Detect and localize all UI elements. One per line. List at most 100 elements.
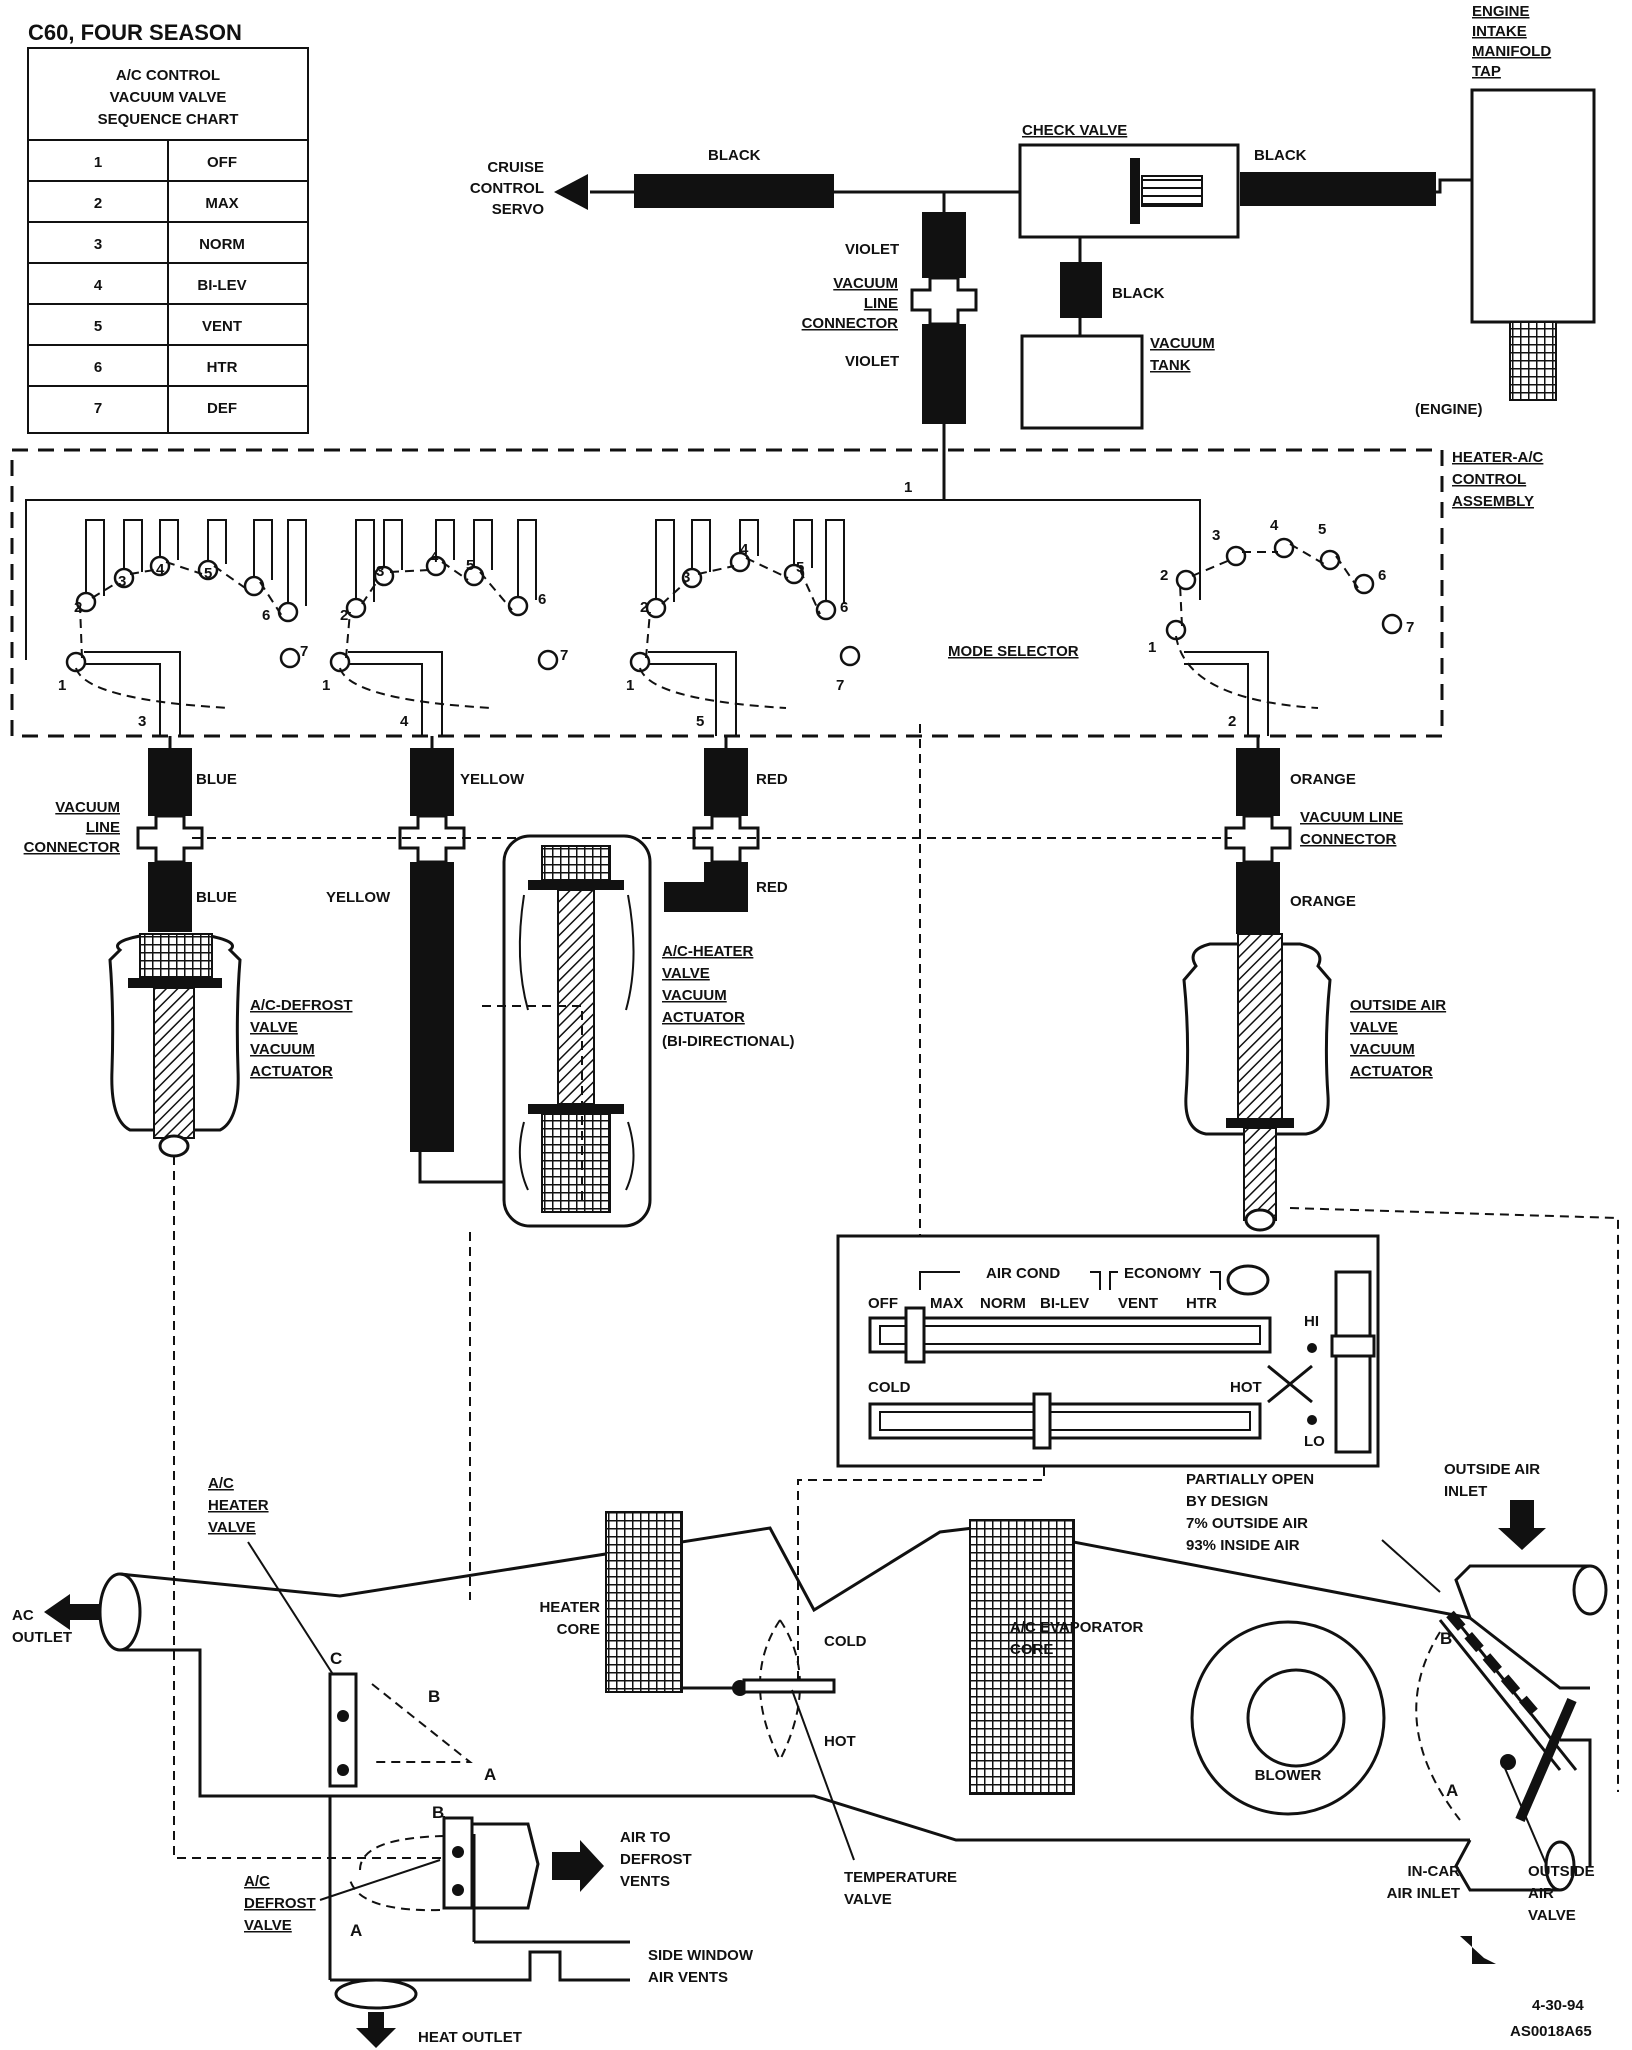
inlet-b-label: B xyxy=(1440,1629,1452,1648)
outside-actuator-label-3: VACUUM xyxy=(1350,1041,1415,1058)
valve-c-label: C xyxy=(330,1649,342,1668)
chart-header-3: SEQUENCE CHART xyxy=(98,111,239,128)
vac-conn-left-label-3: CONNECTOR xyxy=(24,839,121,856)
mode-port-circle xyxy=(279,647,301,669)
heater-core-label-1: HEATER xyxy=(539,1599,600,1616)
red-label-lower: RED xyxy=(756,879,788,896)
black-label-tank: BLACK xyxy=(1112,285,1165,302)
panel-lo: LO xyxy=(1304,1433,1325,1450)
vac-conn-top-label-3: CONNECTOR xyxy=(802,315,899,332)
chart-row-mode: OFF xyxy=(207,154,237,171)
ac-outlet-label-1: AC xyxy=(12,1607,34,1624)
vacuum-line-connector-orange xyxy=(1224,814,1292,864)
port-number: 1 xyxy=(322,677,330,694)
red-label-upper: RED xyxy=(756,771,788,788)
chart-header-2: VACUUM VALVE xyxy=(110,89,227,106)
heat-outlet-arrow xyxy=(356,2012,396,2048)
vacuum-hoses: BLUE VACUUM LINE CONNECTOR BLUE YELLOW Y… xyxy=(24,736,1403,1200)
panel-mode-label: HTR xyxy=(1186,1295,1217,1312)
outside-air-actuator: OUTSIDE AIR VALVE VACUUM ACTUATOR xyxy=(1182,933,1446,1232)
engine-tap-label-1: ENGINE xyxy=(1472,3,1530,20)
defrost-vent-arrow xyxy=(552,1840,604,1892)
ac-defrost-valve xyxy=(442,1816,474,1910)
chart-header-1: A/C CONTROL xyxy=(116,67,220,84)
ac-heater-valve-label-3: VALVE xyxy=(208,1519,256,1536)
port-2-label: 2 xyxy=(1228,713,1236,730)
check-valve-label: CHECK VALVE xyxy=(1022,122,1127,139)
ac-outlet-arrow xyxy=(44,1594,100,1630)
mode-slider-track[interactable] xyxy=(868,1316,1272,1354)
panel-hi: HI xyxy=(1304,1313,1319,1330)
assembly-label-1: HEATER-A/C xyxy=(1452,449,1544,466)
blower-slider-knob[interactable] xyxy=(1330,1334,1376,1358)
vacuum-line-connector-top xyxy=(910,276,978,326)
temp-slider-knob[interactable] xyxy=(1032,1392,1052,1450)
heat-outlet-label: HEAT OUTLET xyxy=(418,2029,522,2046)
temp-valve-label-1: TEMPERATURE xyxy=(844,1869,957,1886)
defrost-a-label: A xyxy=(350,1921,362,1940)
mode-slider-knob[interactable] xyxy=(904,1306,926,1364)
control-assembly-outline xyxy=(10,448,1444,738)
check-valve-spring xyxy=(1141,175,1203,207)
defrost-actuator: A/C-DEFROST VALVE VACUUM ACTUATOR xyxy=(108,933,353,1158)
assembly-label-3: ASSEMBLY xyxy=(1452,493,1534,510)
port-number: 5 xyxy=(466,557,474,574)
red-hose-lower xyxy=(664,862,748,912)
mode-selector-label: MODE SELECTOR xyxy=(948,643,1079,660)
port-1-label: 1 xyxy=(904,479,912,496)
red-hose-upper xyxy=(704,748,748,816)
panel-cold: COLD xyxy=(868,1379,911,1396)
manifold-threads xyxy=(1509,321,1557,401)
defrost-actuator-label-2: VALVE xyxy=(250,1019,298,1036)
mode-port-circle xyxy=(815,599,837,621)
heater-valve-actuator: A/C-HEATER VALVE VACUUM ACTUATOR (BI-DIR… xyxy=(502,834,794,1228)
heater-core-label-2: CORE xyxy=(557,1621,600,1638)
violet-label-upper: VIOLET xyxy=(845,241,899,258)
cruise-label-3: SERVO xyxy=(492,201,545,218)
blower-label: BLOWER xyxy=(1255,1767,1322,1784)
defrost-b-label: B xyxy=(432,1803,444,1822)
port-number: 2 xyxy=(340,607,348,624)
port-number: 3 xyxy=(376,563,384,580)
incar-label-2: AIR INLET xyxy=(1387,1885,1460,1902)
mode-port-circle xyxy=(839,645,861,667)
port-3-label: 3 xyxy=(138,713,146,730)
mode-port-circle xyxy=(65,651,87,673)
temp-slider-track[interactable] xyxy=(868,1402,1262,1440)
vac-conn-right-label-2: CONNECTOR xyxy=(1300,831,1397,848)
air-to-defrost-label-3: VENTS xyxy=(620,1873,670,1890)
ac-outlet-label-2: OUTLET xyxy=(12,1629,72,1646)
valve-a-label-top: A xyxy=(484,1765,496,1784)
mode-port-circle xyxy=(329,651,351,673)
cruise-arrow xyxy=(554,174,588,210)
port-5-label: 5 xyxy=(696,713,704,730)
blue-label-upper: BLUE xyxy=(196,771,237,788)
defrost-actuator-label-1: A/C-DEFROST xyxy=(250,997,353,1014)
port-number: 4 xyxy=(1270,517,1279,534)
fan-icon xyxy=(1267,1364,1313,1404)
port-number: 5 xyxy=(796,559,804,576)
blower-slider-track[interactable] xyxy=(1334,1270,1372,1454)
outside-inlet-label-1: OUTSIDE AIR xyxy=(1444,1461,1540,1478)
side-window-label-2: AIR VENTS xyxy=(648,1969,728,1986)
panel-economy: ECONOMY xyxy=(1124,1265,1202,1282)
black-hose-tank xyxy=(1060,262,1102,318)
vacuum-tank-label-1: VACUUM xyxy=(1150,335,1215,352)
port-number: 7 xyxy=(836,677,844,694)
mode-port-circle xyxy=(345,597,367,619)
blue-hose-lower xyxy=(148,862,192,932)
heater-actuator-label-2: VALVE xyxy=(662,965,710,982)
mode-port-circle xyxy=(1381,613,1403,635)
air-to-defrost-label-1: AIR TO xyxy=(620,1829,671,1846)
black-hose-cruise xyxy=(634,174,834,208)
engine-tap-label-2: INTAKE xyxy=(1472,23,1527,40)
black-label-engine: BLACK xyxy=(1254,147,1307,164)
outside-actuator-label-2: VALVE xyxy=(1350,1019,1398,1036)
defrost-actuator-label-3: VACUUM xyxy=(250,1041,315,1058)
yellow-hose-upper xyxy=(410,748,454,816)
panel-hot: HOT xyxy=(1230,1379,1262,1396)
port-number: 3 xyxy=(1212,527,1220,544)
temperature-valve xyxy=(742,1678,836,1694)
orange-hose-upper xyxy=(1236,748,1280,816)
